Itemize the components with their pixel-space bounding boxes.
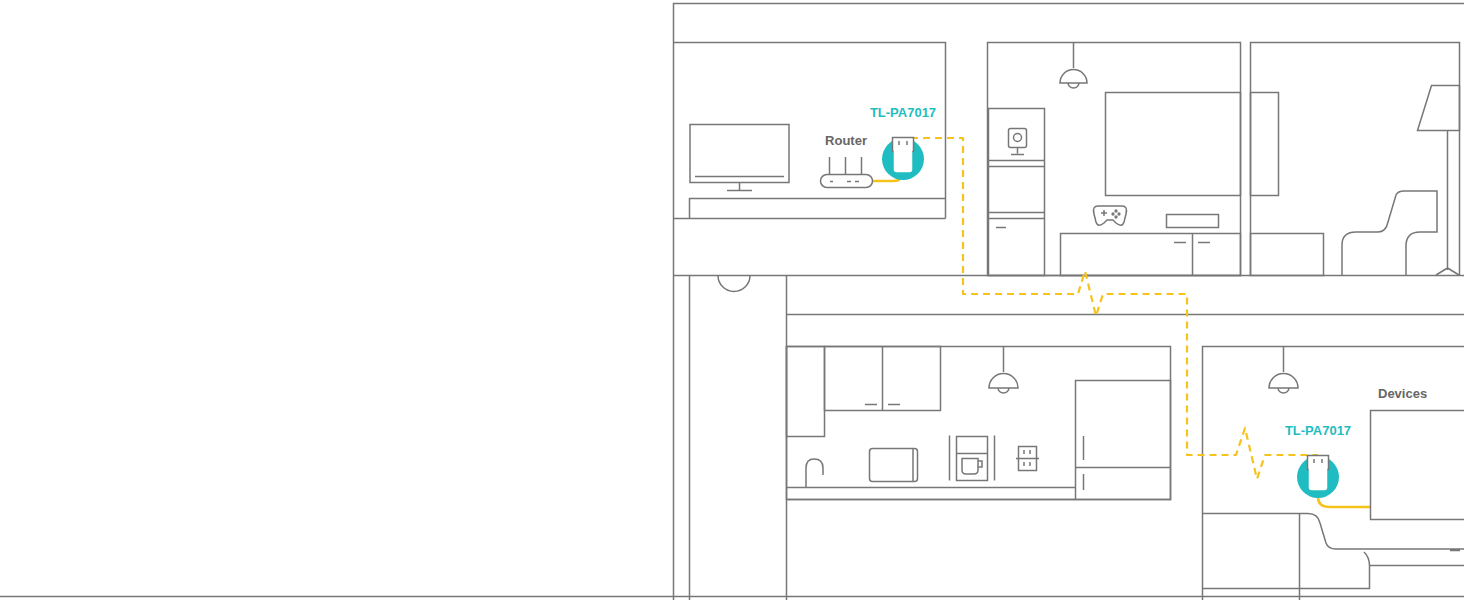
devices-icon <box>1368 385 1464 520</box>
node-label: Router <box>813 132 879 150</box>
node-label: Devices <box>1368 385 1464 403</box>
powerline-link <box>911 138 1318 479</box>
model-label: TL-PA7017 <box>1275 422 1361 440</box>
router-node: Router <box>813 132 879 190</box>
device-node: Devices <box>1368 385 1464 520</box>
powerline-adapter: TL-PA7017 <box>860 104 946 182</box>
model-label: TL-PA7017 <box>860 104 946 122</box>
powerline-adapter: TL-PA7017 <box>1275 422 1361 500</box>
